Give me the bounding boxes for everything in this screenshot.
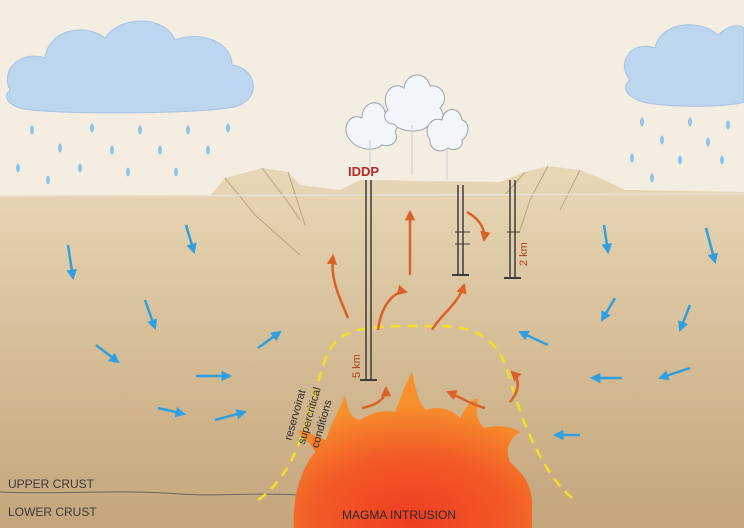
raindrop-icon [206, 145, 210, 155]
depth-label-5km: 5 km [351, 354, 363, 378]
raindrop-icon [110, 145, 114, 155]
steam-plume-icon [426, 109, 469, 180]
arrow-icon [157, 406, 187, 418]
arrow-icon [704, 227, 718, 265]
arrow-icon [143, 299, 158, 330]
rain-left [16, 123, 230, 185]
arrow-icon [509, 370, 522, 403]
arrow-icon [184, 224, 197, 255]
arrow-icon [326, 253, 350, 319]
magma-intrusion-label: MAGMA INTRUSION [342, 508, 456, 522]
crust-boundary-line [0, 491, 301, 496]
raindrop-icon [46, 175, 50, 185]
raindrop-icon [226, 123, 230, 133]
raindrop-icon [16, 163, 20, 173]
raindrop-icon [726, 120, 730, 130]
upflow-arrows [326, 209, 522, 410]
magma-intrusion [293, 372, 532, 528]
raindrop-icon [650, 173, 654, 183]
well-icon [452, 185, 470, 276]
raindrop-icon [720, 155, 724, 165]
raindrop-icon [678, 155, 682, 165]
raindrop-icon [58, 143, 62, 153]
recharge-arrows [66, 224, 718, 441]
arrow-icon [257, 330, 282, 350]
arrow-icon [376, 284, 409, 331]
well-icon [360, 180, 377, 381]
arrow-icon [601, 224, 612, 255]
reservoir-boundary [257, 324, 573, 502]
raindrop-icon [640, 117, 644, 127]
cloud-icon [6, 20, 254, 114]
cloud-icon [623, 24, 744, 107]
raindrop-icon [706, 137, 710, 147]
arrow-icon [214, 409, 248, 422]
well-icon [504, 180, 521, 279]
arrow-icon [600, 297, 617, 322]
upper-crust-label: UPPER CRUST [8, 477, 95, 491]
arrow-icon [95, 344, 120, 364]
raindrop-icon [30, 125, 34, 135]
iddp-label: IDDP [348, 164, 379, 179]
arrow-icon [361, 385, 392, 410]
raindrop-icon [126, 167, 130, 177]
arrow-icon [678, 304, 692, 332]
raindrop-icon [138, 125, 142, 135]
arrow-icon [430, 282, 467, 331]
steam-plume-icon [384, 74, 445, 175]
raindrop-icon [630, 153, 634, 163]
arrow-icon [446, 390, 486, 410]
depth-label-2km: 2 km [518, 242, 530, 266]
rain-right [630, 117, 730, 183]
arrow-icon [466, 210, 491, 243]
raindrop-icon [174, 167, 178, 177]
raindrop-icon [90, 123, 94, 133]
arrow-icon [518, 330, 549, 347]
arrow-icon [66, 244, 77, 281]
raindrop-icon [158, 145, 162, 155]
raindrop-icon [688, 117, 692, 127]
raindrop-icon [78, 163, 82, 173]
raindrop-icon [186, 125, 190, 135]
raindrop-icon [660, 135, 664, 145]
lower-crust-label: LOWER CRUST [8, 505, 97, 519]
arrow-icon [658, 366, 691, 381]
